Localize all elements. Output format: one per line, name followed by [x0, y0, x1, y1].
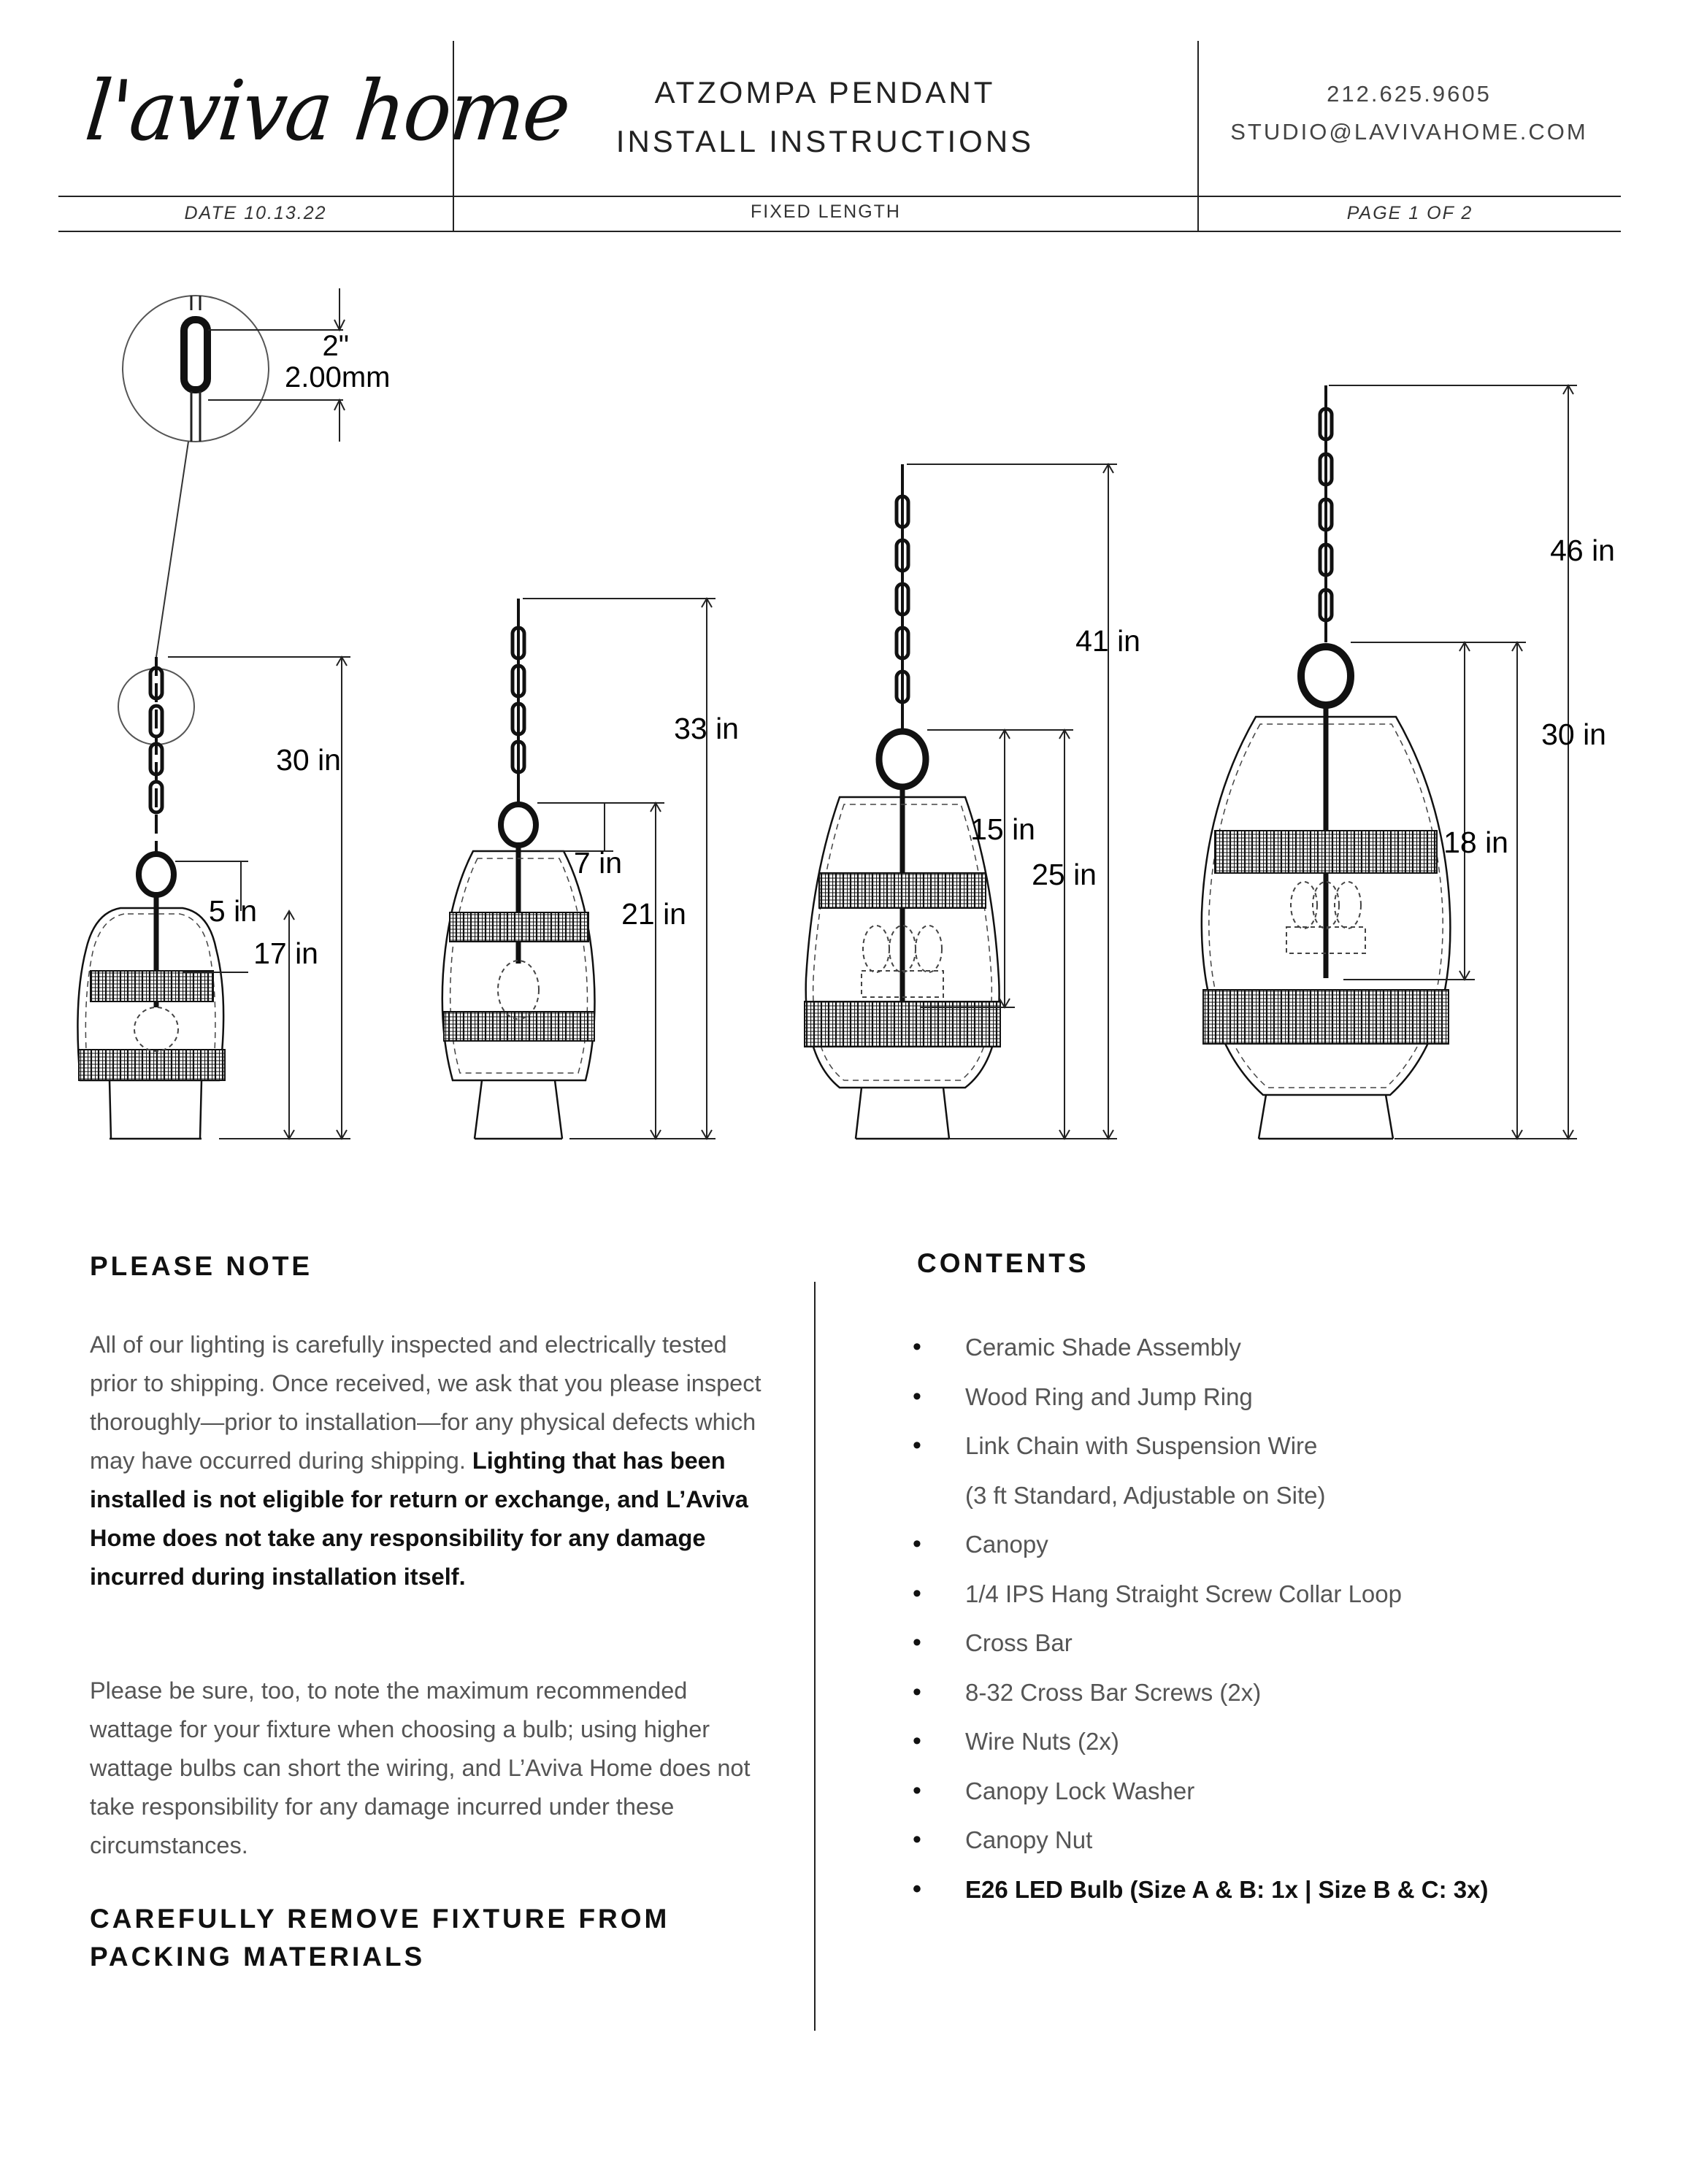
header-divider-right	[1197, 41, 1199, 232]
size-d-overall-label: 46 in	[1550, 534, 1615, 567]
size-b-body-label: 21 in	[621, 897, 686, 931]
pendant-size-c	[804, 464, 1001, 1140]
chain-detail-inch-label: 2"	[323, 330, 349, 362]
dimensions-size-d	[1329, 384, 1577, 1140]
list-item: Ceramic Shade Assembly	[913, 1323, 1488, 1372]
list-item: 8-32 Cross Bar Screws (2x)	[913, 1668, 1488, 1718]
pendant-diagram: 2" 2.00mm 30 in 5 in 17 in	[77, 288, 1615, 1140]
size-c-loop-label: 15 in	[970, 812, 1035, 846]
document-date: DATE 10.13.22	[184, 203, 327, 223]
contact-email: STUDIO@LAVIVAHOME.COM	[1230, 119, 1588, 145]
document-subtitle: FIXED LENGTH	[751, 201, 901, 222]
dimensions-size-b	[523, 597, 716, 1140]
pendant-size-b	[441, 599, 596, 1140]
header-rule-top	[58, 196, 1621, 197]
dimensions-size-a	[168, 655, 350, 1140]
document-title-line2: INSTALL INSTRUCTIONS	[615, 124, 1035, 158]
size-b-overall-label: 33 in	[674, 712, 739, 745]
size-b-loop-label: 7 in	[574, 846, 622, 880]
pendant-size-d	[1200, 385, 1451, 1140]
please-note-warning: Lighting that has been installed is not …	[90, 1447, 748, 1590]
size-a-overall-label: 30 in	[276, 743, 341, 777]
header-divider-left	[453, 41, 454, 232]
list-item: Cross Bar	[913, 1618, 1488, 1668]
please-note-text: All of our lighting is carefully inspect…	[90, 1331, 761, 1474]
list-item: Canopy	[913, 1520, 1488, 1569]
contact-phone: 212.625.9605	[1327, 81, 1492, 107]
contents-heading: CONTENTS	[917, 1248, 1089, 1278]
contents-list: Ceramic Shade Assembly Wood Ring and Jum…	[913, 1323, 1488, 1914]
list-item: Wire Nuts (2x)	[913, 1717, 1488, 1766]
document-title-line1: ATZOMPA PENDANT	[654, 75, 996, 109]
list-item-bulb: E26 LED Bulb (Size A & B: 1x | Size B & …	[913, 1865, 1488, 1915]
header-rule-bottom	[58, 231, 1621, 232]
remove-fixture-heading-line2: PACKING MATERIALS	[90, 1942, 426, 1972]
size-c-body-label: 25 in	[1032, 858, 1097, 891]
list-item: Canopy Lock Washer	[913, 1766, 1488, 1816]
size-d-body-label: 18 in	[1443, 826, 1508, 859]
list-item: 1/4 IPS Hang Straight Screw Collar Loop	[913, 1569, 1488, 1619]
list-item: Canopy Nut	[913, 1815, 1488, 1865]
size-d-loop-label: 30 in	[1541, 718, 1606, 751]
please-note-heading: PLEASE NOTE	[90, 1251, 313, 1281]
pendant-size-a	[77, 657, 226, 1140]
dimensions-size-c	[907, 463, 1117, 1140]
please-note-paragraph-2: Please be sure, too, to note the maximum…	[90, 1677, 751, 1858]
chain-detail	[118, 288, 345, 745]
remove-fixture-heading-line1: CAREFULLY REMOVE FIXTURE FROM	[90, 1904, 670, 1934]
size-a-body-label: 17 in	[253, 937, 318, 970]
page-number: PAGE 1 OF 2	[1346, 203, 1473, 223]
chain-detail-mm-label: 2.00mm	[285, 361, 391, 393]
list-item-continuation: (3 ft Standard, Adjustable on Site)	[965, 1481, 1326, 1509]
size-c-overall-label: 41 in	[1075, 624, 1140, 658]
list-item: Link Chain with Suspension Wire	[913, 1421, 1488, 1471]
list-item: Wood Ring and Jump Ring	[913, 1372, 1488, 1422]
column-divider	[814, 1282, 816, 2031]
please-note-paragraph-1: All of our lighting is carefully inspect…	[90, 1326, 761, 1596]
size-a-loop-label: 5 in	[209, 894, 257, 928]
